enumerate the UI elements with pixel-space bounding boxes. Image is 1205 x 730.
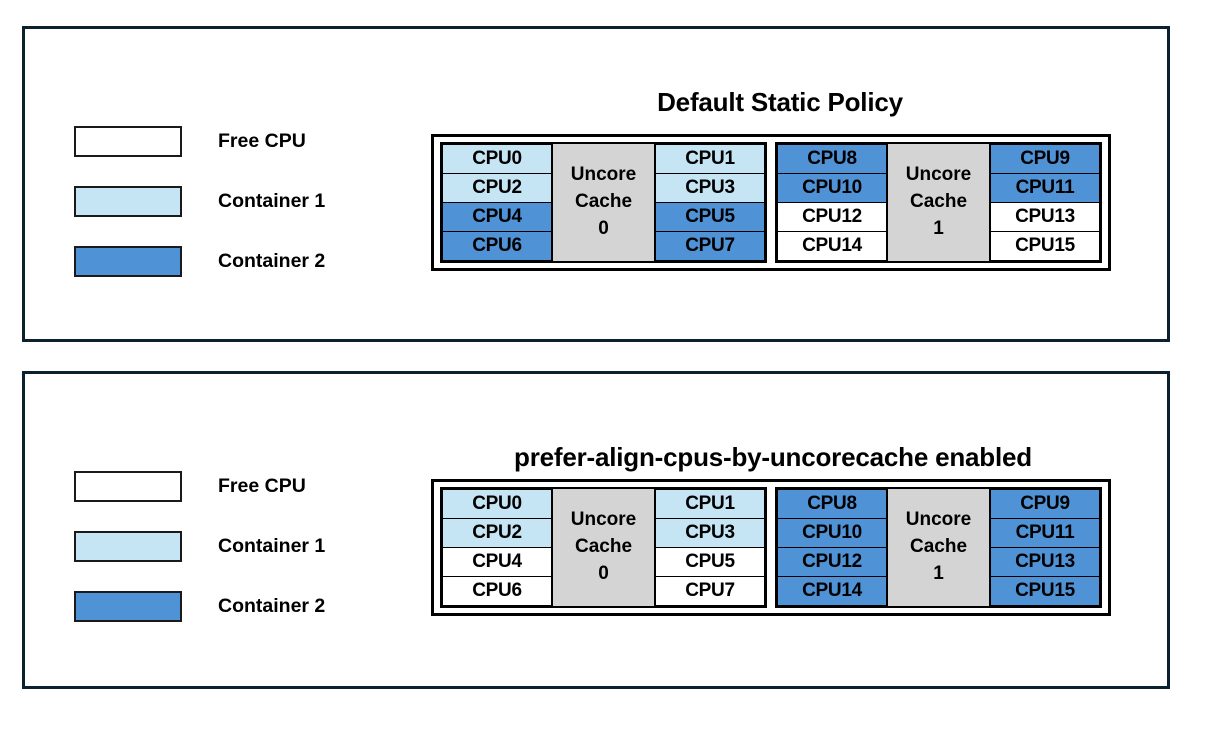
cpu-cell: CPU5 (655, 547, 765, 577)
legend-item-container-1: Container 1 (74, 171, 394, 231)
cpu-cell: CPU12 (777, 547, 887, 577)
legend-label-container-1: Container 1 (218, 189, 326, 212)
cpu-cell: CPU9 (990, 144, 1100, 174)
cpu-cell: CPU1 (655, 144, 765, 174)
cpu-cell: CPU7 (655, 231, 765, 261)
cpu-column-right-cache-0: CPU1 CPU3 CPU5 CPU7 (655, 144, 765, 261)
uncore-cache-block-1: Uncore Cache 1 (887, 144, 990, 261)
cpu-cell: CPU9 (990, 489, 1100, 519)
legend-swatch-container-2 (74, 245, 182, 277)
uncore-cache-label-index: 1 (933, 217, 944, 239)
cpu-cell: CPU14 (777, 576, 887, 606)
cpu-column-right-cache-1: CPU9 CPU11 CPU13 CPU15 (990, 144, 1100, 261)
cpu-cell: CPU3 (655, 173, 765, 203)
uncore-cache-label-line2: Cache (574, 536, 633, 558)
legend-item-free-cpu: Free CPU (74, 456, 394, 516)
legend-swatch-free-cpu (74, 125, 182, 157)
legend-label-container-2: Container 2 (218, 249, 326, 272)
cpu-cell: CPU8 (777, 144, 887, 174)
legend-label-container-2: Container 2 (218, 594, 326, 617)
legend-swatch-free-cpu (74, 470, 182, 502)
uncore-cache-label-index: 0 (598, 217, 609, 239)
page-title-prefer-align-cpus-by-uncorecache: prefer-align-cpus-by-uncorecache enabled (514, 441, 1032, 472)
cpu-topology-diagram: CPU0 CPU2 CPU4 CPU6 Uncore Cache 0 CPU1 … (431, 134, 1111, 271)
legend-label-container-1: Container 1 (218, 534, 326, 557)
cpu-column-left-cache-1: CPU8 CPU10 CPU12 CPU14 (777, 489, 887, 606)
cpu-cell: CPU11 (990, 173, 1100, 203)
cpu-cell: CPU6 (442, 231, 552, 261)
legend-prefer-align-cpus-by-uncorecache: Free CPU Container 1 Container 2 (74, 456, 394, 636)
socket-uncore-cache-0: CPU0 CPU2 CPU4 CPU6 Uncore Cache 0 CPU1 … (440, 142, 767, 263)
cpu-column-left-cache-0: CPU0 CPU2 CPU4 CPU6 (442, 144, 552, 261)
cpu-cell: CPU13 (990, 547, 1100, 577)
cpu-cell: CPU7 (655, 576, 765, 606)
cpu-cell: CPU2 (442, 173, 552, 203)
socket-uncore-cache-1: CPU8 CPU10 CPU12 CPU14 Uncore Cache 1 CP… (775, 142, 1102, 263)
uncore-cache-block-1: Uncore Cache 1 (887, 489, 990, 606)
uncore-cache-label-line2: Cache (909, 536, 968, 558)
cpu-cell: CPU13 (990, 202, 1100, 232)
cpu-cell: CPU10 (777, 173, 887, 203)
cpu-cell: CPU2 (442, 518, 552, 548)
cpu-cell: CPU8 (777, 489, 887, 519)
panel-default-static-policy: Default Static Policy Free CPU Container… (22, 26, 1170, 342)
panel-prefer-align-cpus-by-uncorecache: prefer-align-cpus-by-uncorecache enabled… (22, 371, 1170, 689)
cpu-column-right-cache-0: CPU1 CPU3 CPU5 CPU7 (655, 489, 765, 606)
legend-swatch-container-2 (74, 590, 182, 622)
cpu-column-left-cache-1: CPU8 CPU10 CPU12 CPU14 (777, 144, 887, 261)
cpu-cell: CPU15 (990, 231, 1100, 261)
cpu-cell: CPU4 (442, 547, 552, 577)
legend-label-free-cpu: Free CPU (218, 474, 306, 497)
socket-uncore-cache-1: CPU8 CPU10 CPU12 CPU14 Uncore Cache 1 CP… (775, 487, 1102, 608)
uncore-cache-label-index: 0 (598, 562, 609, 584)
cpu-cell: CPU6 (442, 576, 552, 606)
socket-uncore-cache-0: CPU0 CPU2 CPU4 CPU6 Uncore Cache 0 CPU1 … (440, 487, 767, 608)
uncore-cache-label-line2: Cache (574, 191, 633, 213)
cpu-cell: CPU11 (990, 518, 1100, 548)
cpu-cell: CPU3 (655, 518, 765, 548)
legend-item-free-cpu: Free CPU (74, 111, 394, 171)
cpu-cell: CPU15 (990, 576, 1100, 606)
legend-label-free-cpu: Free CPU (218, 129, 306, 152)
uncore-cache-block-0: Uncore Cache 0 (552, 144, 655, 261)
cpu-cell: CPU14 (777, 231, 887, 261)
cpu-cell: CPU4 (442, 202, 552, 232)
legend-swatch-container-1 (74, 530, 182, 562)
cpu-column-left-cache-0: CPU0 CPU2 CPU4 CPU6 (442, 489, 552, 606)
uncore-cache-label-line1: Uncore (905, 509, 972, 531)
cpu-cell: CPU0 (442, 489, 552, 519)
cpu-column-right-cache-1: CPU9 CPU11 CPU13 CPU15 (990, 489, 1100, 606)
legend-item-container-2: Container 2 (74, 576, 394, 636)
cpu-topology-diagram: CPU0 CPU2 CPU4 CPU6 Uncore Cache 0 CPU1 … (431, 479, 1111, 616)
page-title-default-static-policy: Default Static Policy (657, 86, 903, 117)
cpu-cell: CPU0 (442, 144, 552, 174)
cpu-cell: CPU10 (777, 518, 887, 548)
cpu-cell: CPU5 (655, 202, 765, 232)
uncore-cache-label-line1: Uncore (570, 509, 637, 531)
legend-default-static-policy: Free CPU Container 1 Container 2 (74, 111, 394, 291)
cpu-cell: CPU1 (655, 489, 765, 519)
legend-item-container-2: Container 2 (74, 231, 394, 291)
legend-swatch-container-1 (74, 185, 182, 217)
uncore-cache-block-0: Uncore Cache 0 (552, 489, 655, 606)
legend-item-container-1: Container 1 (74, 516, 394, 576)
uncore-cache-label-line1: Uncore (905, 164, 972, 186)
uncore-cache-label-line1: Uncore (570, 164, 637, 186)
uncore-cache-label-index: 1 (933, 562, 944, 584)
cpu-cell: CPU12 (777, 202, 887, 232)
uncore-cache-label-line2: Cache (909, 191, 968, 213)
